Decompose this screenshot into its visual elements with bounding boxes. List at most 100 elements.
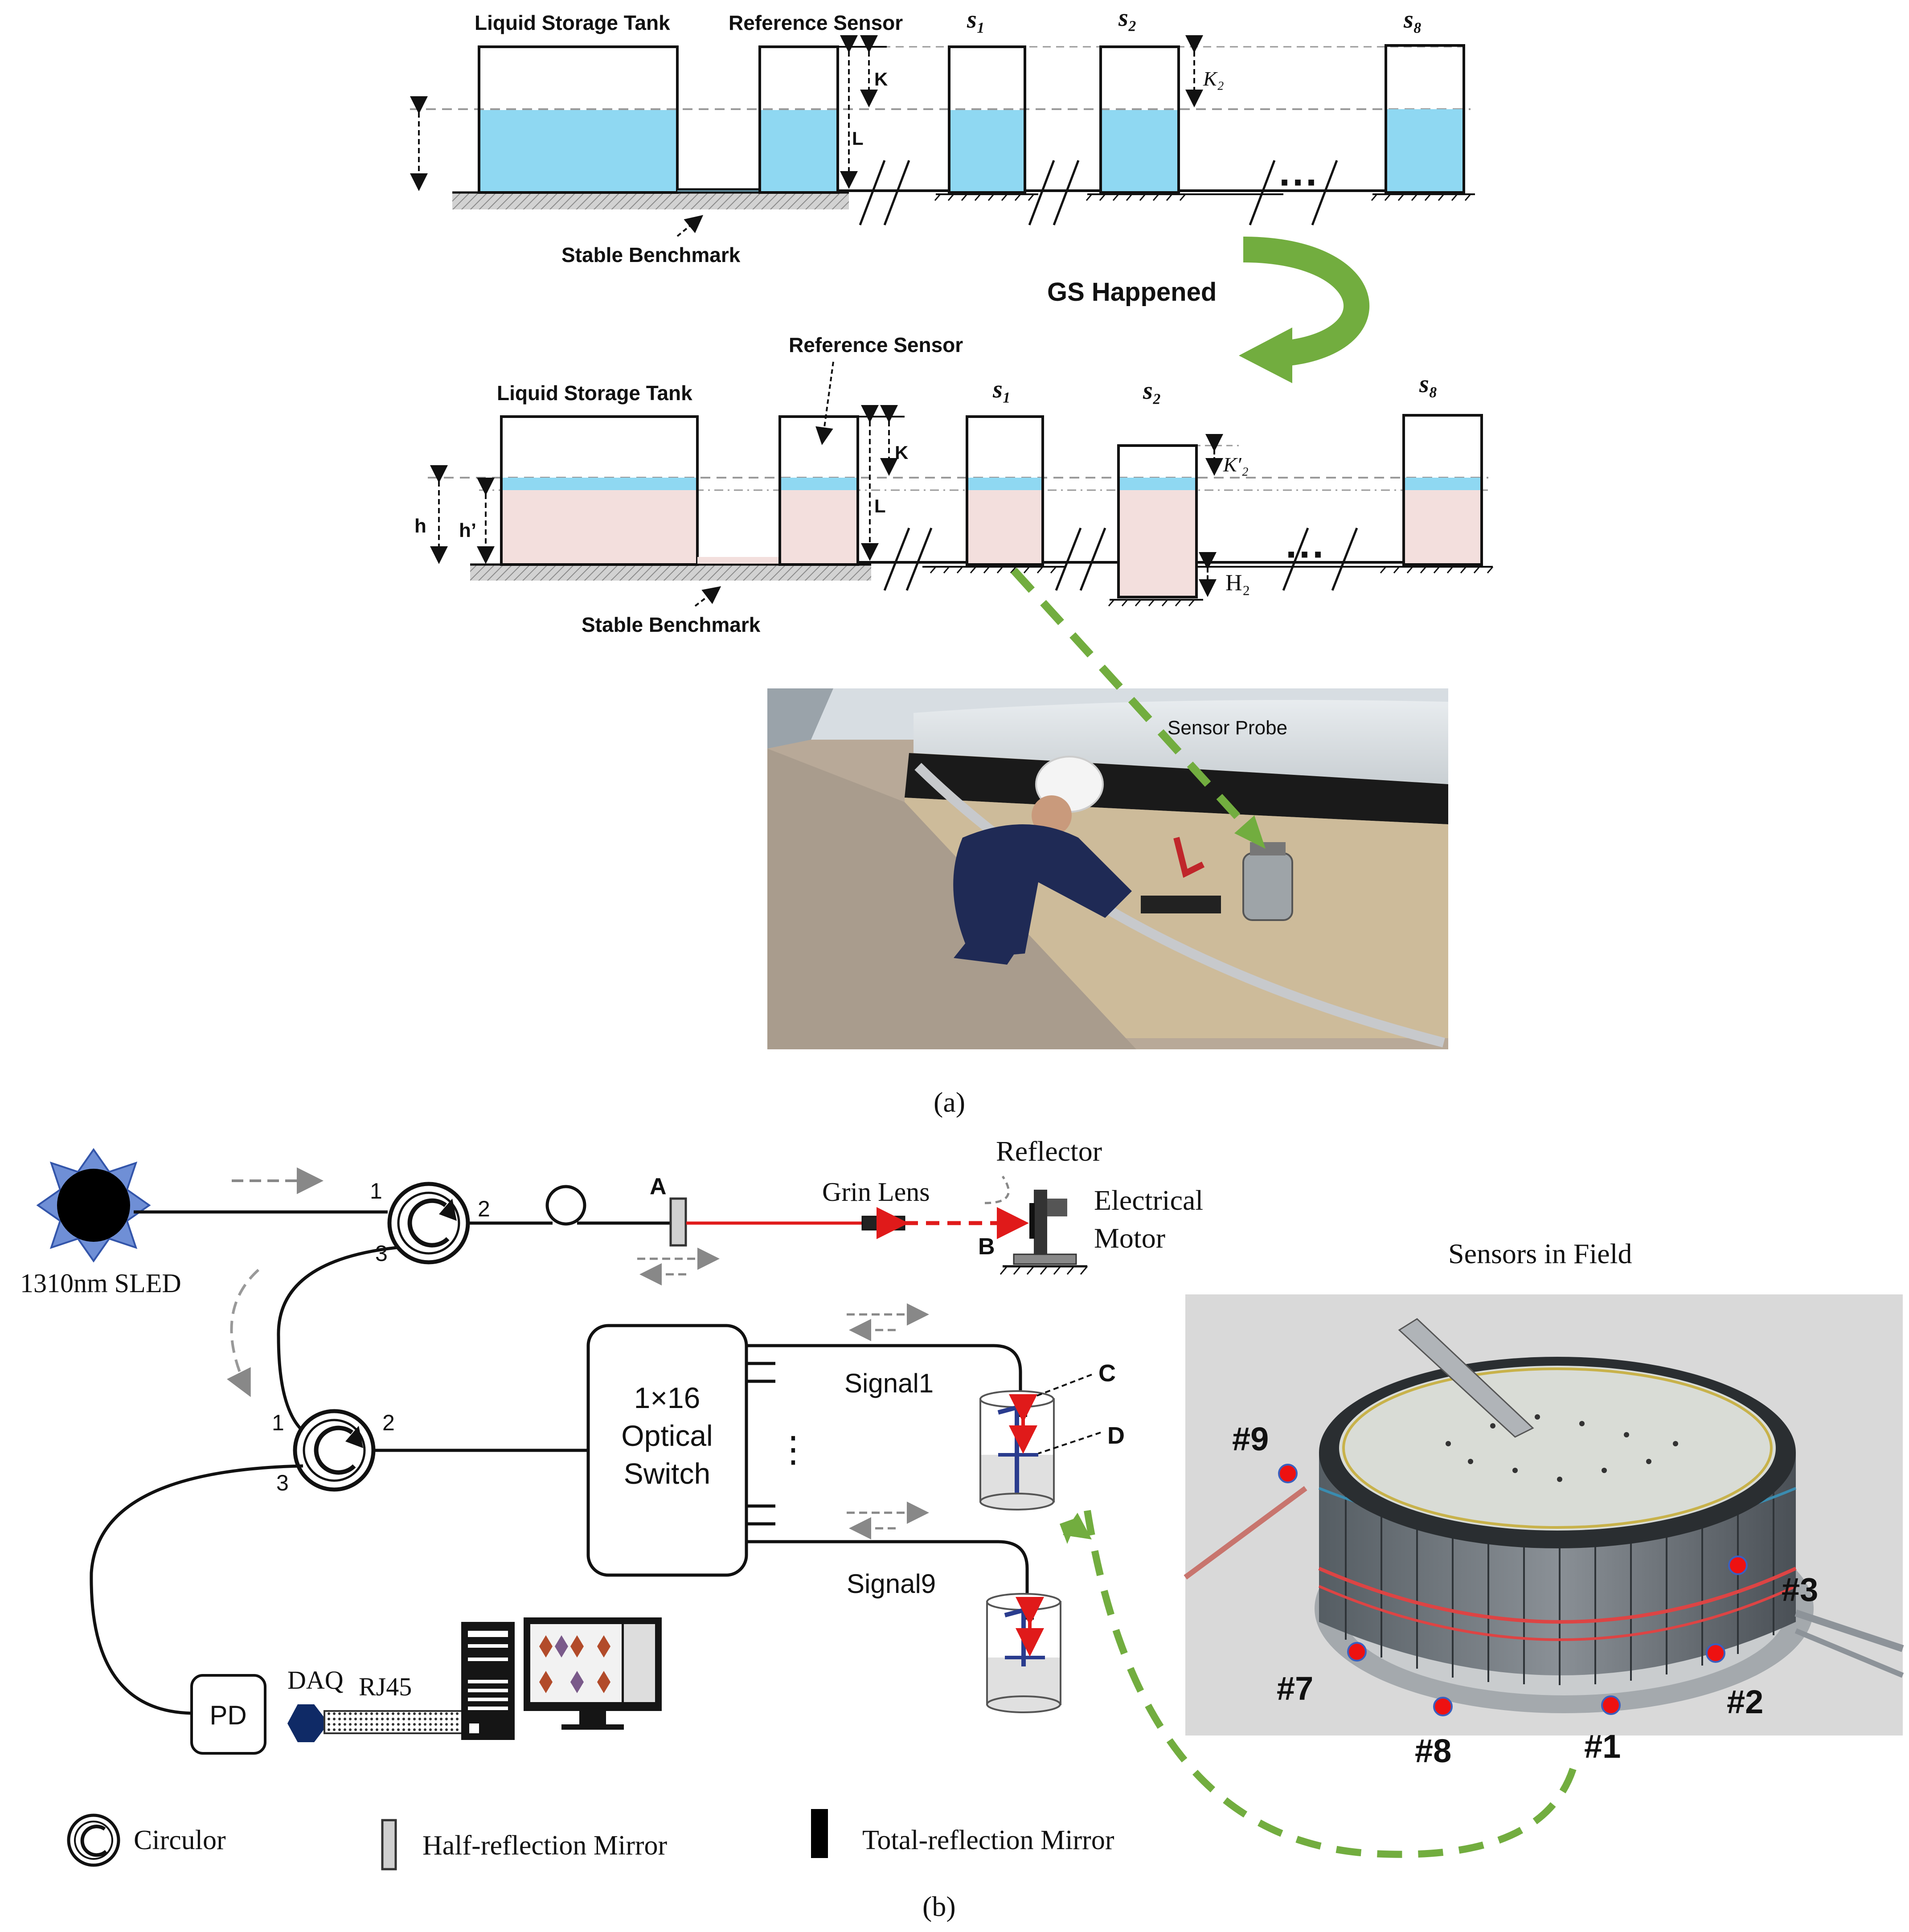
gs-curved-arrow bbox=[1243, 237, 1370, 367]
k-label-bottom: K bbox=[895, 442, 908, 463]
total-mirror-c bbox=[1019, 1399, 1027, 1417]
sensor-marker-8 bbox=[1433, 1697, 1453, 1716]
ref-sensor-label-top: Reference Sensor bbox=[729, 11, 903, 34]
sensor-cup-1 bbox=[979, 1390, 1055, 1510]
switch-label-2: Optical bbox=[621, 1419, 713, 1452]
s8-label-top: s₈ bbox=[1403, 6, 1422, 33]
storage-tank-after bbox=[500, 415, 699, 566]
reference-sensor-vessel bbox=[758, 45, 839, 194]
sled-source: 1310nm SLED bbox=[20, 1148, 181, 1298]
switch-label-1: 1×16 bbox=[634, 1381, 701, 1414]
switch-channel-dots: ⋮ bbox=[775, 1429, 811, 1469]
sensor-cup-9 bbox=[986, 1593, 1061, 1713]
k2-prime-label: K′₂ bbox=[1223, 453, 1249, 476]
rj45-cable bbox=[324, 1710, 463, 1734]
svg-text:2: 2 bbox=[478, 1196, 490, 1221]
legend: Circulor Half-reflection Mirror Total-re… bbox=[67, 1809, 1114, 1871]
marker-label-3: #3 bbox=[1782, 1571, 1818, 1608]
marker-label-9: #9 bbox=[1232, 1420, 1269, 1457]
legend-circulator-label: Circulor bbox=[134, 1825, 226, 1855]
s2-label-bottom: s₂ bbox=[1143, 377, 1161, 405]
panel-a-bottom: ··· Liquid Storage Tank Reference Sensor… bbox=[414, 333, 1494, 636]
break-mark bbox=[859, 160, 886, 225]
point-d-label: D bbox=[1107, 1422, 1125, 1449]
ellipsis-bottom: ··· bbox=[1286, 532, 1326, 577]
tank-label-bottom: Liquid Storage Tank bbox=[497, 381, 692, 405]
benchmark-label-top: Stable Benchmark bbox=[561, 243, 741, 266]
h-label: h bbox=[414, 515, 426, 537]
sensor-s8-vessel bbox=[1385, 44, 1465, 194]
ellipsis-top: ··· bbox=[1279, 160, 1319, 205]
sensor-probe-label: Sensor Probe bbox=[1168, 717, 1287, 739]
tank-water bbox=[479, 110, 677, 192]
legend-total-mirror-icon bbox=[811, 1809, 828, 1858]
sensor-s1-after bbox=[966, 415, 1044, 566]
legend-circulator-icon bbox=[67, 1813, 120, 1867]
signal1-label: Signal1 bbox=[844, 1368, 934, 1398]
reference-sensor-after bbox=[778, 415, 859, 566]
field-title: Sensors in Field bbox=[1448, 1238, 1632, 1269]
sensor-marker-1 bbox=[1601, 1695, 1621, 1715]
photodetector bbox=[190, 1674, 266, 1755]
point-a-label: A bbox=[650, 1174, 667, 1199]
svg-text:1: 1 bbox=[370, 1179, 382, 1203]
probe-pointer-arrow bbox=[1011, 567, 1260, 841]
sensor-marker-2 bbox=[1706, 1643, 1725, 1663]
reflector-label: Reflector bbox=[996, 1135, 1102, 1167]
sensor-marker-3 bbox=[1728, 1555, 1748, 1575]
gs-happened-label: GS Happened bbox=[1047, 278, 1217, 307]
point-c-label: C bbox=[1098, 1360, 1116, 1387]
sensor-s1-vessel bbox=[948, 45, 1026, 194]
field-photo: Sensor Probe bbox=[767, 688, 1448, 1049]
grin-lens bbox=[861, 1216, 905, 1231]
k2-label-top: K₂ bbox=[1203, 67, 1224, 90]
computer-tower bbox=[461, 1622, 515, 1740]
optical-switch: 1×16 Optical Switch ⋮ bbox=[586, 1324, 811, 1577]
sensor-marker-7 bbox=[1347, 1642, 1367, 1662]
circulator-1: 1 2 3 bbox=[370, 1179, 490, 1266]
svg-text:1: 1 bbox=[272, 1410, 284, 1435]
l-label-bottom: L bbox=[874, 495, 886, 516]
caption-b: (b) bbox=[922, 1891, 956, 1922]
l-label-top: L bbox=[852, 128, 864, 149]
motor-label-line2: Motor bbox=[1094, 1222, 1165, 1254]
sensors-in-field: Sensors in Field #9 #3 # bbox=[1184, 1238, 1904, 1769]
tank-label-top: Liquid Storage Tank bbox=[475, 11, 670, 34]
s8-label-bottom: s₈ bbox=[1419, 370, 1438, 398]
legend-half-mirror-label: Half-reflection Mirror bbox=[422, 1830, 667, 1861]
panel-a-top: ··· Liquid Storage Tank Reference Sensor… bbox=[410, 4, 1475, 266]
marker-label-1: #1 bbox=[1584, 1728, 1621, 1765]
sled-label: 1310nm SLED bbox=[20, 1269, 181, 1298]
h2-label: H₂ bbox=[1225, 570, 1250, 596]
switch-label-3: Switch bbox=[624, 1457, 710, 1490]
marker-label-8: #8 bbox=[1415, 1732, 1451, 1769]
rj45-label: RJ45 bbox=[359, 1672, 412, 1701]
h-prime-label: h’ bbox=[459, 520, 476, 541]
pd-label: PD bbox=[209, 1700, 246, 1730]
half-mirror-a bbox=[669, 1197, 687, 1247]
marker-label-2: #2 bbox=[1727, 1683, 1763, 1720]
gs-transition: GS Happened bbox=[1047, 237, 1370, 383]
sensor-s8-after bbox=[1402, 414, 1483, 566]
point-b-label: B bbox=[978, 1234, 995, 1260]
legend-total-mirror-label: Total-reflection Mirror bbox=[862, 1825, 1114, 1855]
circulator-2: 1 2 3 bbox=[272, 1409, 395, 1495]
k-label-top: K bbox=[874, 69, 888, 90]
s2-label-top: s₂ bbox=[1118, 4, 1137, 32]
svg-text:2: 2 bbox=[382, 1410, 395, 1435]
ref-sensor-label-bottom: Reference Sensor bbox=[789, 333, 963, 356]
benchmark-ground bbox=[452, 192, 849, 209]
motor-label-line1: Electrical bbox=[1094, 1184, 1203, 1216]
daq-label: DAQ bbox=[287, 1666, 344, 1695]
panel-b: 1310nm SLED 1 2 3 A Grin Lens bbox=[20, 1135, 1203, 1755]
marker-label-7: #7 bbox=[1277, 1670, 1313, 1707]
sensor-s2-vessel bbox=[1099, 45, 1180, 194]
signal9-label: Signal9 bbox=[847, 1569, 936, 1599]
grin-lens-label: Grin Lens bbox=[822, 1177, 930, 1207]
svg-text:3: 3 bbox=[375, 1241, 388, 1266]
daq-connector bbox=[287, 1704, 324, 1742]
caption-a: (a) bbox=[934, 1086, 965, 1118]
field-to-sensor-arrow bbox=[1084, 1510, 1577, 1858]
s1-label-top: s₁ bbox=[967, 6, 985, 33]
